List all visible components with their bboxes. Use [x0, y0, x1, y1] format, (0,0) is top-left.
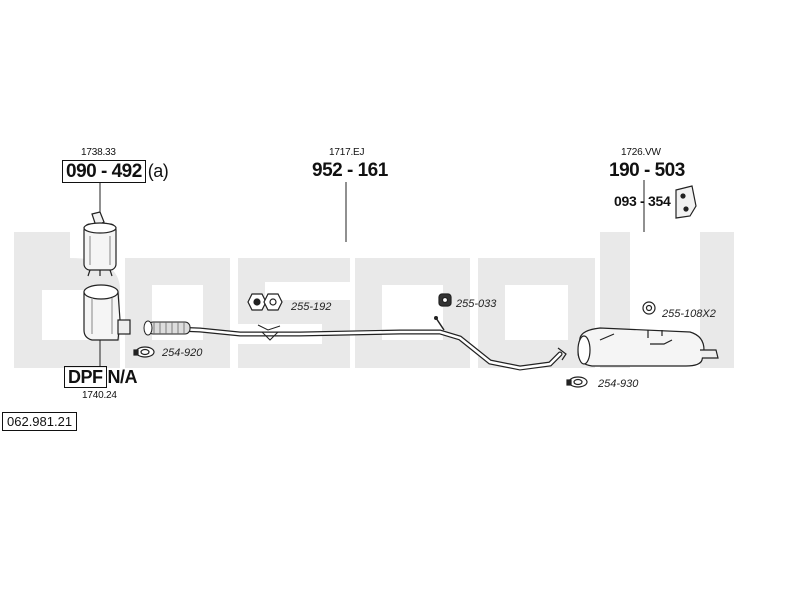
clamp-254-920-label[interactable]: 254-920: [162, 347, 203, 359]
catalyst-drawing: [83, 211, 117, 277]
dpf-part-number[interactable]: DPF: [64, 366, 107, 388]
rear-silencer-drawing: [577, 327, 719, 367]
catalyst-part-label: 090 - 492(a): [62, 160, 169, 183]
clamp-254-920-drawing: [133, 346, 155, 358]
gasket-255-192-label[interactable]: 255-192: [291, 301, 332, 313]
catalyst-part-number[interactable]: 090 - 492: [62, 160, 146, 183]
rubber-255-033-drawing: [438, 293, 452, 307]
rear-silencer-ref: 1726.VW: [621, 147, 661, 158]
middle-pipe-part-number[interactable]: 952 - 161: [312, 160, 388, 181]
middle-pipe-ref: 1717.EJ: [329, 147, 365, 158]
diagram-number: 062.981.21: [2, 412, 78, 431]
rubber-255-108-label[interactable]: 255-108X2: [662, 308, 716, 320]
rubber-255-033-label[interactable]: 255-033: [456, 298, 497, 310]
dpf-drawing: [83, 284, 131, 341]
gasket-255-192-drawing: [247, 293, 283, 311]
catalyst-suffix: (a): [147, 161, 169, 181]
middle-pipe-drawing: [143, 316, 567, 371]
catalyst-ref: 1738.33: [81, 147, 116, 158]
clamp-254-930-drawing: [566, 376, 588, 388]
mount-bracket-part-number[interactable]: 093 - 354: [614, 193, 671, 209]
clamp-254-930-label[interactable]: 254-930: [598, 378, 639, 390]
rear-silencer-part-number[interactable]: 190 - 503: [609, 160, 685, 181]
dpf-ref: 1740.24: [82, 390, 117, 401]
leader-lines: [99, 180, 645, 367]
mount-bracket-drawing: [675, 185, 697, 219]
dpf-suffix: N/A: [107, 367, 138, 387]
rubber-255-108-drawing: [642, 301, 656, 315]
